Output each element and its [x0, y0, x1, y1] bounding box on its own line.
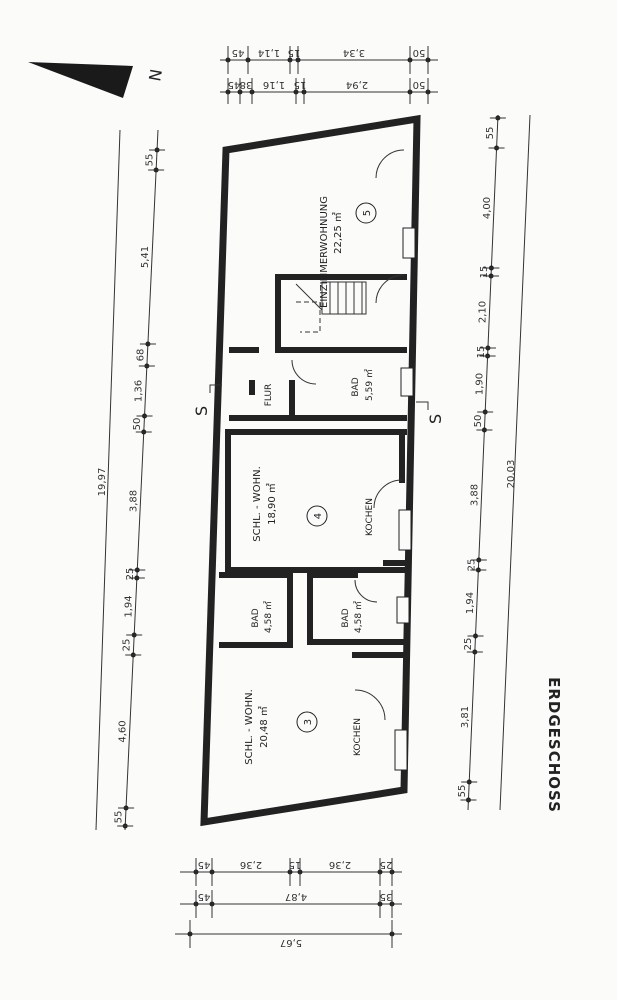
dimension-label: 2,10 [477, 301, 488, 323]
dimension-label: 3,34 [343, 47, 365, 58]
section-mark-right: S [426, 414, 445, 424]
unit-number-circle [296, 711, 318, 733]
dimension-label: 4,87 [285, 891, 307, 902]
room-area-bad: 4,58 ㎡ [263, 601, 274, 633]
dimension-label: 45 [228, 79, 241, 90]
door-swing [375, 149, 405, 179]
dimension-label: 2,94 [346, 79, 368, 90]
dimension-total-right: 20,03 [506, 460, 517, 489]
door-swing [291, 359, 317, 385]
room-area-4: 18,90 ㎡ [266, 483, 278, 525]
dimension-label: 5,41 [140, 246, 151, 268]
dimension-label: 1,16 [263, 79, 285, 90]
dimension-label: 2,36 [240, 859, 262, 870]
dimension-total-left: 19,97 [97, 468, 108, 497]
room-name-4: SCHL. - WOHN. [252, 466, 263, 542]
room-area-5: 22,25 ㎡ [332, 212, 344, 254]
outer-wall [200, 114, 421, 827]
dimension-label: 4,00 [482, 197, 493, 219]
north-arrow-icon [28, 62, 133, 98]
north-arrow: N [28, 62, 166, 98]
room-labels: EINZIMMERWOHNUNG 22,25 ㎡ 5 FLUR BAD 5,59… [244, 196, 377, 765]
dimension-label: 68 [135, 349, 146, 362]
window [398, 509, 412, 551]
dimension-label: 50 [413, 79, 426, 90]
dimension-label: 45 [232, 47, 245, 58]
doors [291, 149, 405, 721]
room-name-bad: BAD [351, 377, 361, 396]
dimension-label: 15 [289, 859, 302, 870]
windows [394, 227, 416, 771]
dimension-label: 25 [122, 639, 133, 652]
staircase [295, 281, 367, 333]
dimension-label: 55 [145, 154, 156, 167]
dimension-label: 15 [294, 79, 307, 90]
dimension-label: 1,94 [465, 592, 476, 614]
unit-number-3: 3 [303, 719, 314, 725]
unit-number-circle [306, 505, 328, 527]
dimension-label: 45 [198, 891, 211, 902]
north-label: N [145, 68, 166, 83]
room-area-bad: 4,58 ㎡ [353, 601, 364, 633]
dimension-label: 15 [476, 346, 487, 359]
dimension-label: 35 [380, 891, 393, 902]
dimension-label: 15 [288, 47, 301, 58]
dimension-label: 50 [132, 418, 143, 431]
unit-number-circle [355, 202, 377, 224]
dimension-label: 15 [479, 266, 490, 279]
door-swing [354, 579, 378, 603]
dimension-label: 4,60 [118, 720, 129, 742]
dimension-label: 1,94 [124, 595, 135, 617]
window [394, 729, 408, 771]
window [396, 596, 410, 624]
door-swing [375, 274, 405, 304]
dimension-label: 50 [413, 47, 426, 58]
room-name-bad: BAD [251, 608, 261, 627]
dimension-label: 2,36 [329, 859, 351, 870]
room-name-5: EINZIMMERWOHNUNG [319, 196, 330, 308]
interior-walls [219, 274, 407, 658]
dimension-label: 55 [457, 785, 468, 798]
section-line: S S [192, 384, 445, 424]
room-name-3: SCHL. - WOHN. [244, 689, 255, 765]
dimension-label: 55 [114, 811, 125, 824]
dimension-label: 25 [380, 859, 393, 870]
room-area-bad: 5,59 ㎡ [364, 369, 375, 401]
room-name-bad: BAD [341, 608, 351, 627]
dimension-label: 50 [473, 415, 484, 428]
section-mark-left: S [192, 406, 211, 416]
dimension-right: 20,03 55 4,00 15 2,10 15 1,90 50 3,88 25 1,94 25 3,… [457, 114, 531, 811]
dimension-label: 38 [240, 79, 253, 90]
window [402, 227, 416, 259]
unit-number-5: 5 [362, 210, 373, 216]
dimension-label: 45 [198, 859, 211, 870]
room-name-flur: FLUR [264, 384, 274, 407]
page-title: ERDGESCHOSS [545, 677, 563, 813]
dimension-label: 3,88 [129, 490, 140, 512]
dimension-label: 1,90 [474, 373, 485, 395]
room-area-3: 20,48 ㎡ [258, 706, 270, 748]
unit-number-4: 4 [313, 513, 324, 519]
room-name-kochen: KOCHEN [365, 498, 375, 536]
dimension-label: 25 [467, 559, 478, 572]
dimension-label: 25 [463, 638, 474, 651]
dimension-label: 25 [125, 568, 136, 581]
door-swing [373, 479, 403, 509]
dimension-label: 5,67 [280, 937, 302, 948]
window [400, 367, 414, 397]
door-swing [354, 689, 386, 721]
dimension-label: 3,81 [460, 706, 471, 728]
dimension-left: 19,97 55 5,41 68 1,36 50 3,88 25 1,94 25 4,60 55 [95, 129, 166, 831]
dimension-bottom: 45 2,36 15 2,36 25 45 4,87 35 5,67 [175, 858, 402, 948]
dimension-label: 55 [485, 127, 496, 140]
room-name-kochen: KOCHEN [353, 718, 363, 756]
dimension-label: 1,14 [258, 47, 280, 58]
dimension-label: 3,88 [470, 484, 481, 506]
dimension-label: 1,36 [134, 380, 145, 402]
